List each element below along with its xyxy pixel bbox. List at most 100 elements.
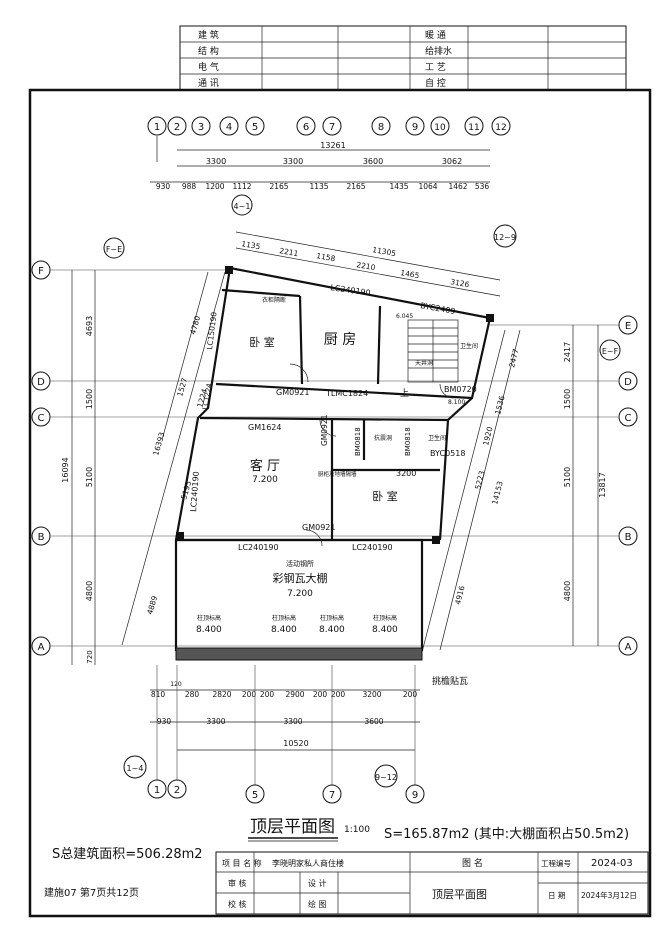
drawing-frame — [28, 88, 652, 918]
svg-text:D: D — [37, 377, 45, 388]
svg-text:5: 5 — [252, 122, 258, 133]
svg-text:8.100: 8.100 — [448, 399, 465, 406]
svg-text:1500: 1500 — [85, 389, 94, 409]
svg-text:10520: 10520 — [283, 739, 308, 748]
svg-text:BM0720: BM0720 — [444, 385, 477, 394]
ref-bubble-right: E~F — [599, 339, 621, 361]
svg-text:4800: 4800 — [85, 581, 94, 601]
tb-job-no-label: 工程编号 — [541, 858, 571, 868]
axis-bubble-top-1: 1 — [147, 116, 167, 136]
svg-text:200: 200 — [403, 690, 418, 699]
svg-text:536: 536 — [475, 182, 490, 191]
svg-text:1465: 1465 — [400, 268, 421, 280]
svg-text:1: 1 — [154, 785, 160, 796]
svg-text:3200: 3200 — [362, 690, 381, 699]
top-dim-total: 13261 — [320, 141, 345, 150]
shed-sublabel: 活动钢所 — [286, 559, 314, 568]
svg-text:挑檐贴瓦: 挑檐贴瓦 — [432, 675, 468, 687]
header-left-2: 电 气 — [198, 61, 219, 73]
svg-text:1462: 1462 — [448, 182, 467, 191]
svg-text:8.400: 8.400 — [319, 625, 345, 635]
svg-text:1500: 1500 — [563, 389, 572, 409]
drawing-scale: 1:100 — [344, 825, 370, 835]
svg-text:8: 8 — [378, 122, 384, 133]
svg-text:13817: 13817 — [598, 472, 607, 497]
shed-elev: 7.200 — [287, 589, 313, 599]
tb-check-label: 校 核 — [228, 899, 247, 909]
axis-bubble-top-8: 8 — [371, 116, 391, 136]
ref-bubble-bottom-left: 1~4 — [123, 755, 147, 779]
svg-text:4: 4 — [226, 122, 232, 133]
axis-bubble-bottom-7: 7 — [322, 784, 342, 804]
axis-bubble-top-11: 11 — [464, 116, 484, 136]
svg-text:卫生间: 卫生间 — [428, 434, 446, 442]
svg-text:11305: 11305 — [372, 245, 397, 258]
svg-text:1112: 1112 — [232, 182, 251, 191]
axis-bubble-top-3: 3 — [191, 116, 211, 136]
svg-text:3062: 3062 — [442, 157, 462, 166]
svg-text:C: C — [625, 413, 632, 424]
axis-bubble-top-5: 5 — [245, 116, 265, 136]
axis-bubble-bottom-5: 5 — [245, 784, 265, 804]
svg-text:3: 3 — [198, 122, 204, 133]
axis-bubble-right-E: E — [618, 315, 638, 335]
svg-text:200: 200 — [242, 690, 257, 699]
title-block: 项 目 名 称 李晓明家私人商住楼 图 名 顶层平面图 工程编号 2024-03… — [215, 851, 649, 915]
svg-text:9~12: 9~12 — [375, 773, 397, 782]
tb-drawing-name-label: 图 名 — [462, 857, 483, 869]
svg-text:1~4: 1~4 — [127, 764, 144, 773]
total-area: S总建筑面积=506.28m2 — [52, 846, 203, 862]
svg-text:E~F: E~F — [602, 347, 619, 356]
component-labels: LC240190 BYC2409 LC150190 LC1224 GM0921 … — [189, 283, 478, 687]
svg-text:3200: 3200 — [396, 469, 416, 478]
svg-text:280: 280 — [185, 690, 200, 699]
axis-bubble-top-9: 9 — [405, 116, 425, 136]
top-axis-row: 1 2 3 4 5 6 7 8 9 10 11 12 — [147, 116, 511, 136]
svg-text:2820: 2820 — [212, 690, 231, 699]
svg-text:3300: 3300 — [283, 717, 302, 726]
svg-text:4~1: 4~1 — [234, 202, 251, 211]
svg-text:F: F — [38, 266, 44, 277]
svg-text:LC240190: LC240190 — [352, 543, 393, 552]
svg-text:120: 120 — [170, 681, 182, 688]
svg-text:7: 7 — [329, 790, 335, 801]
svg-text:天井洞: 天井洞 — [415, 359, 433, 367]
svg-text:7: 7 — [329, 122, 335, 133]
svg-text:柱顶标高: 柱顶标高 — [272, 614, 296, 622]
svg-text:200: 200 — [313, 690, 328, 699]
header-left-3: 通 讯 — [198, 78, 219, 89]
ref-bubble-top: 4~1 — [231, 194, 253, 216]
sheet-info: 建施07 第7页共12页 — [44, 886, 139, 899]
svg-text:1200: 1200 — [205, 182, 224, 191]
svg-text:5100: 5100 — [563, 467, 572, 487]
right-axis-column: E D C B A 13817 2417 1500 5100 4800 — [490, 315, 638, 656]
header-left-1: 结 构 — [198, 45, 219, 57]
svg-text:9: 9 — [412, 790, 418, 801]
svg-text:GM1624: GM1624 — [248, 423, 281, 432]
svg-text:8.400: 8.400 — [372, 625, 398, 635]
svg-text:1135: 1135 — [241, 239, 262, 251]
svg-text:BM0818: BM0818 — [354, 427, 362, 456]
drawing-title: 顶层平面图 — [250, 817, 335, 837]
room-shed: 彩钢瓦大棚 — [273, 571, 328, 585]
svg-text:B: B — [38, 532, 45, 543]
svg-text:LC240190: LC240190 — [189, 471, 201, 512]
tb-date-label: 日 期 — [548, 891, 565, 900]
axis-bubble-right-A: A — [618, 636, 638, 656]
tb-project-label: 项 目 名 称 — [222, 858, 262, 868]
svg-text:3600: 3600 — [363, 157, 383, 166]
svg-text:8.400: 8.400 — [271, 625, 297, 635]
svg-text:衣柜隔断: 衣柜隔断 — [262, 296, 286, 304]
svg-text:4693: 4693 — [85, 316, 94, 336]
header-right-0: 暖 通 — [425, 29, 446, 41]
axis-bubble-top-7: 7 — [322, 116, 342, 136]
header-right-1: 给排水 — [425, 45, 452, 57]
axis-bubble-top-4: 4 — [219, 116, 239, 136]
column-elevations: 柱顶标高 8.400 柱顶标高 8.400 柱顶标高 8.400 柱顶标高 8.… — [196, 614, 398, 635]
svg-text:3600: 3600 — [364, 717, 383, 726]
svg-text:16094: 16094 — [61, 457, 70, 482]
svg-text:1158: 1158 — [316, 251, 337, 263]
axis-bubble-right-B: B — [618, 526, 638, 546]
svg-text:E: E — [625, 321, 631, 332]
svg-text:BM0818: BM0818 — [404, 427, 412, 456]
